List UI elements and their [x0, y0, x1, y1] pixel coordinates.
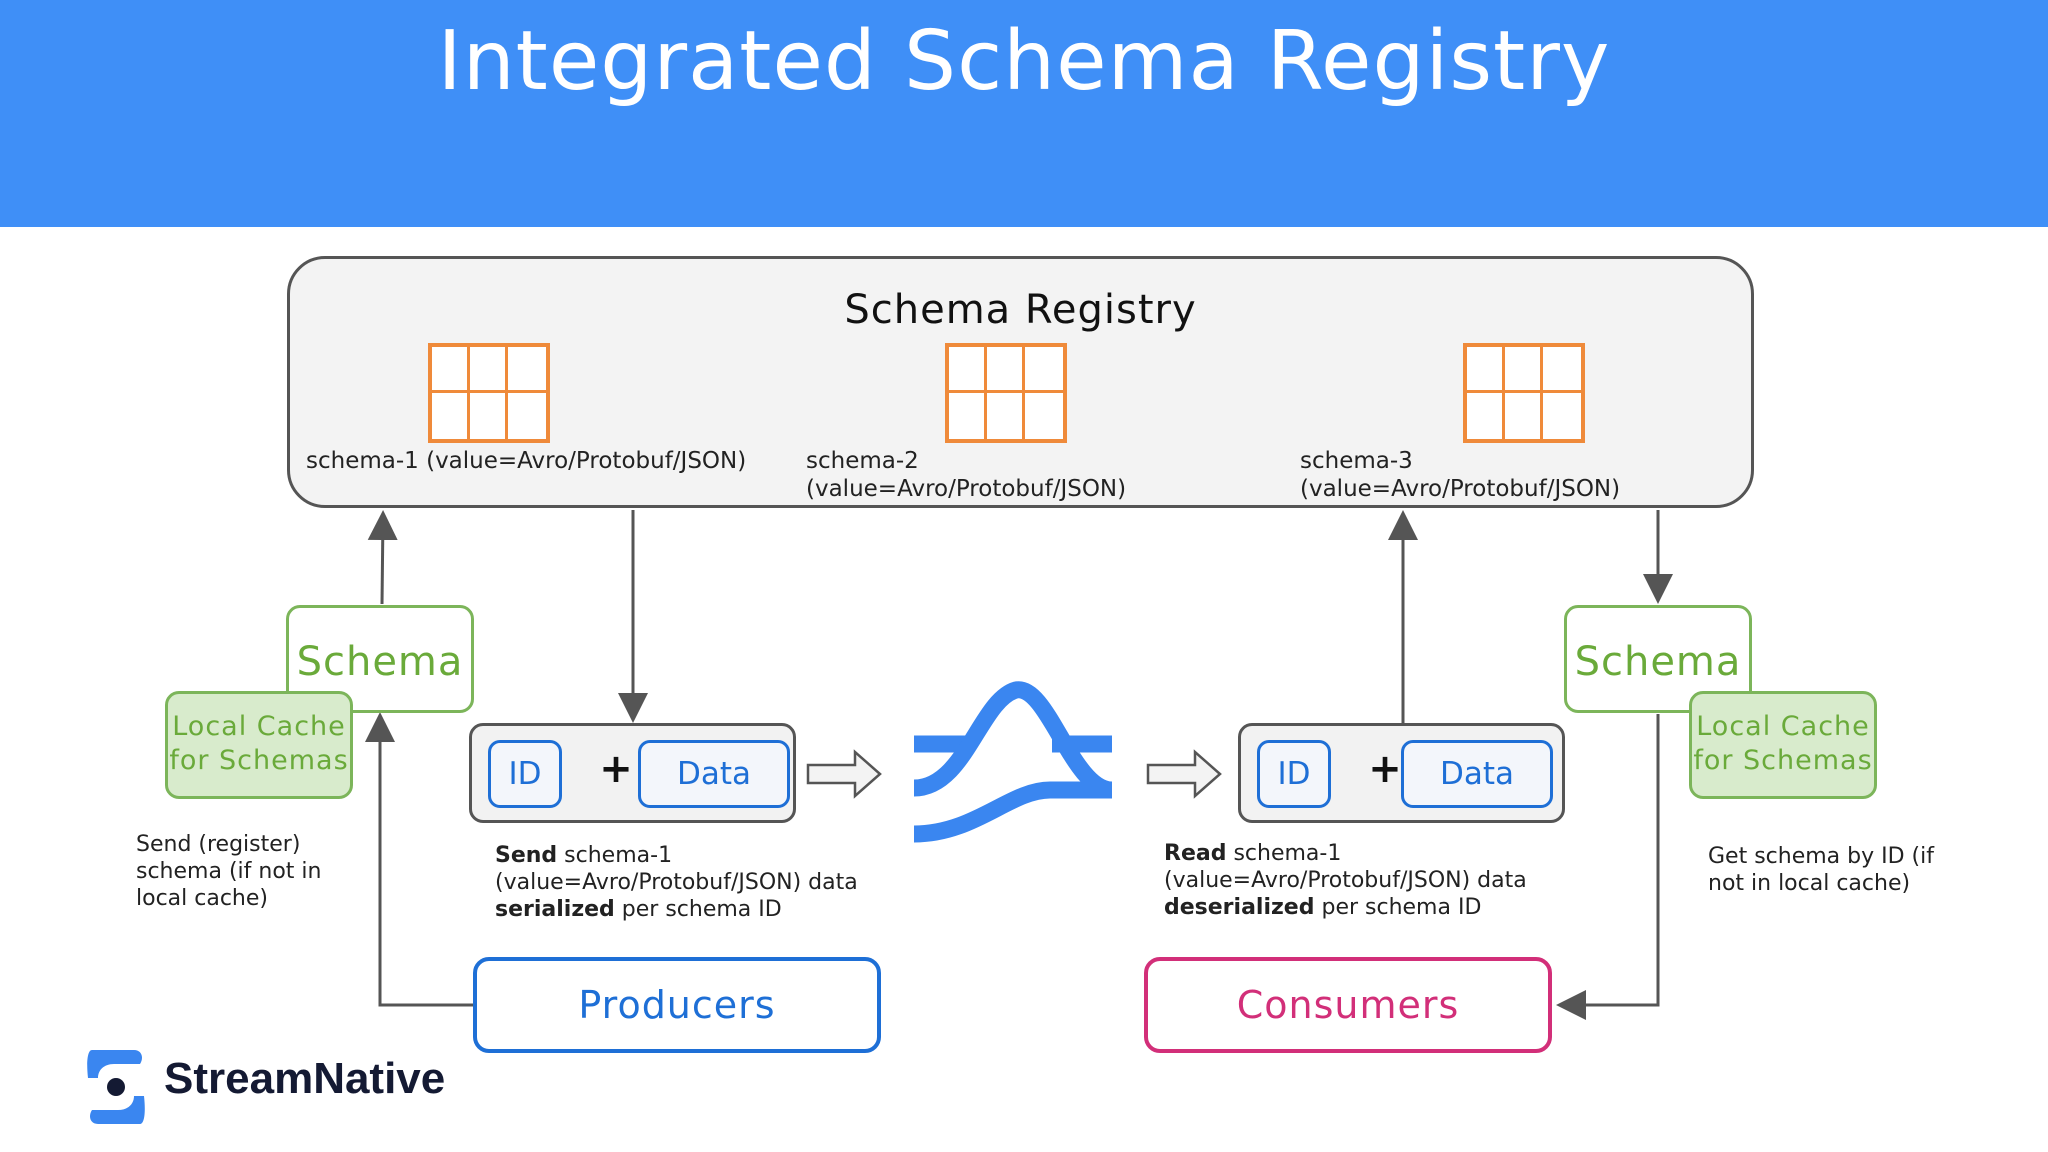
- streamnative-logo-icon: [87, 1050, 145, 1124]
- table-grid-icon: [1463, 343, 1585, 443]
- header-banner: [0, 0, 2048, 227]
- schema-to-consumers-arrow: [1556, 714, 1660, 1020]
- table-grid-icon: [945, 343, 1067, 443]
- page-title: Integrated Schema Registry: [437, 14, 1611, 109]
- producers-box: Producers: [473, 957, 881, 1053]
- id-pill: ID: [488, 740, 562, 808]
- schema-2-label: schema-2(value=Avro/Protobuf/JSON): [806, 448, 1127, 502]
- brand-name: StreamNative: [164, 1054, 446, 1103]
- register-arrow: [367, 510, 398, 605]
- data-pill: Data: [1401, 740, 1553, 808]
- consumers-box: Consumers: [1144, 957, 1552, 1053]
- plus-sign: +: [599, 746, 633, 792]
- producer-to-schema-arrow: [365, 712, 473, 1007]
- flow-arrow-icon: [1146, 749, 1222, 799]
- schema-1-label: schema-1 (value=Avro/Protobuf/JSON): [306, 448, 747, 474]
- read-caption: Read schema-1 (value=Avro/Protobuf/JSON)…: [1164, 841, 1527, 920]
- send-caption: Send schema-1 (value=Avro/Protobuf/JSON)…: [495, 843, 858, 922]
- data-pill: Data: [638, 740, 790, 808]
- send-message-box: ID + Data: [469, 723, 796, 823]
- consumer-schema-box: Schema: [1564, 605, 1752, 713]
- read-message-box: ID + Data: [1238, 723, 1565, 823]
- table-grid-icon: [428, 343, 550, 443]
- schema-3-label: schema-3(value=Avro/Protobuf/JSON): [1300, 448, 1621, 502]
- id-pill: ID: [1257, 740, 1331, 808]
- schema-registry-title: Schema Registry: [844, 287, 1197, 333]
- flow-arrow-icon: [806, 749, 882, 799]
- pulsar-logo-icon: [913, 681, 1114, 843]
- plus-sign: +: [1368, 746, 1402, 792]
